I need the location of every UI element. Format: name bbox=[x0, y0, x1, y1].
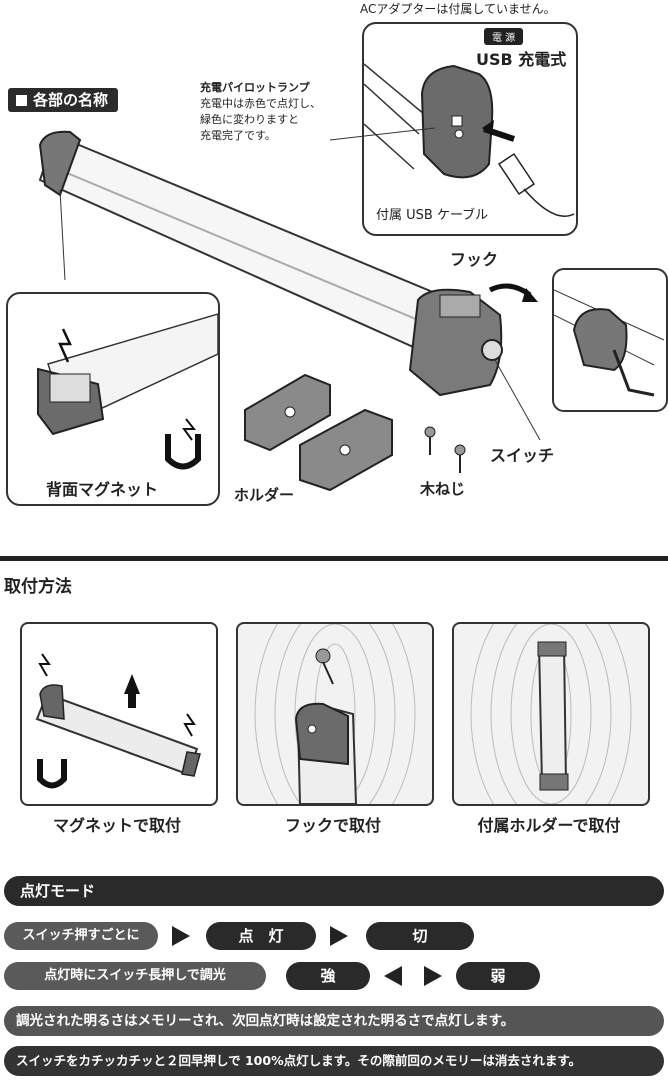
hook-inset-panel bbox=[552, 268, 668, 412]
magnet-inset-panel: 背面マグネット bbox=[6, 292, 220, 506]
power-badge: 電 源 bbox=[484, 28, 524, 45]
mount-hook-label: フックで取付 bbox=[284, 816, 381, 835]
hook-label: フック bbox=[450, 250, 499, 269]
switch-label: スイッチ bbox=[490, 446, 555, 465]
mount-hook-panel bbox=[236, 622, 434, 806]
arrow-right-icon bbox=[330, 926, 348, 946]
mount-magnet-panel bbox=[20, 622, 218, 806]
arrow-right-icon bbox=[172, 926, 190, 946]
usb-charge-label: USB 充電式 bbox=[476, 50, 567, 69]
holder-label: ホルダー bbox=[234, 486, 295, 504]
mount-holder-illustration bbox=[470, 624, 632, 804]
long-press-label: 点灯時にスイッチ長押しで調光 bbox=[4, 962, 266, 990]
mode-heading: 点灯モード bbox=[4, 876, 664, 906]
hook-illustration bbox=[554, 289, 665, 397]
double-press-note: スイッチをカチッカチッと２回早押しで 100%点灯します。その際前回のメモリーは… bbox=[4, 1046, 664, 1076]
memory-note: 調光された明るさはメモリーされ、次回点灯時は設定された明るさで点灯します。 bbox=[4, 1006, 664, 1036]
ac-adapter-note: ACアダプターは付属していません。 bbox=[360, 2, 556, 16]
mounting-heading: 取付方法 bbox=[4, 577, 72, 597]
pilot-lamp-desc-1: 充電中は赤色で点灯し、 bbox=[200, 97, 321, 110]
usb-inset-panel: 電 源 USB 充電式 付属 USB ケーブル bbox=[362, 22, 578, 236]
mount-magnet-label: マグネットで取付 bbox=[52, 816, 181, 835]
arrow-left-icon bbox=[384, 966, 402, 986]
mode-strong-pill: 強 bbox=[286, 962, 370, 990]
mount-holder-panel bbox=[452, 622, 650, 806]
section-divider bbox=[0, 556, 668, 561]
mode-on-pill: 点 灯 bbox=[206, 922, 316, 950]
mount-hook-illustration bbox=[254, 624, 416, 804]
mode-weak-pill: 弱 bbox=[456, 962, 540, 990]
magnet-label: 背面マグネット bbox=[46, 480, 159, 499]
magnet-illustration bbox=[37, 313, 218, 470]
screw-label: 木ねじ bbox=[420, 480, 466, 498]
usb-cable-label: 付属 USB ケーブル bbox=[376, 208, 489, 223]
mount-holder-label: 付属ホルダーで取付 bbox=[477, 816, 621, 835]
pilot-lamp-desc-3: 充電完了です。 bbox=[200, 129, 276, 142]
pilot-lamp-title: 充電パイロットランプ bbox=[200, 81, 310, 94]
arrow-right-icon bbox=[424, 966, 442, 986]
mode-off-pill: 切 bbox=[366, 922, 474, 950]
light-bar-illustration bbox=[38, 127, 541, 492]
pilot-lamp-desc-2: 緑色に変わりますと bbox=[200, 113, 299, 126]
parts-heading: 各部の名称 bbox=[8, 88, 119, 112]
usb-charging-illustration bbox=[364, 63, 575, 217]
switch-press-label: スイッチ押すごとに bbox=[4, 922, 158, 950]
mount-magnet-illustration bbox=[35, 653, 201, 789]
